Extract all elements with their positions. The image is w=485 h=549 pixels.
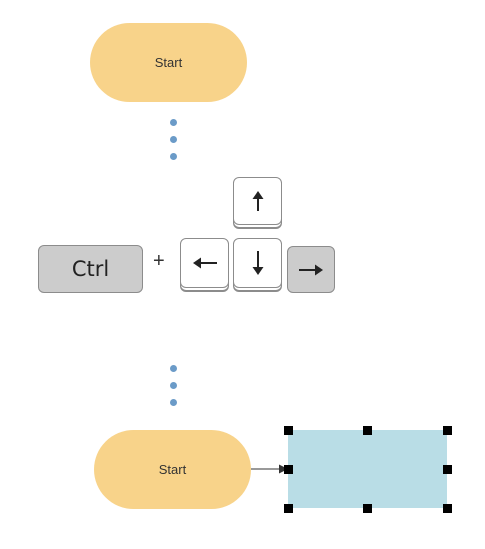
arrow-up-icon bbox=[252, 191, 263, 211]
ellipsis-dot bbox=[170, 153, 177, 160]
resize-handle-bottom-right[interactable] bbox=[443, 504, 452, 513]
arrow-down-key bbox=[233, 238, 282, 288]
start-shape-bottom[interactable]: Start bbox=[94, 430, 251, 509]
arrow-down-icon bbox=[252, 251, 263, 275]
arrow-left-key bbox=[180, 238, 229, 288]
resize-handle-top-right[interactable] bbox=[443, 426, 452, 435]
resize-handle-bottom[interactable] bbox=[363, 504, 372, 513]
ellipsis-dot bbox=[170, 365, 177, 372]
start-shape-top[interactable]: Start bbox=[90, 23, 247, 102]
resize-handle-top-left[interactable] bbox=[284, 426, 293, 435]
ellipsis-dot bbox=[170, 119, 177, 126]
ellipsis-dot bbox=[170, 382, 177, 389]
ctrl-key: Ctrl bbox=[38, 245, 143, 293]
connector-arrow[interactable] bbox=[250, 461, 290, 477]
plus-sign: + bbox=[153, 250, 165, 272]
resize-handle-right[interactable] bbox=[443, 465, 452, 474]
start-shape-bottom-label: Start bbox=[158, 462, 187, 477]
arrow-up-key bbox=[233, 177, 282, 225]
ctrl-key-label: Ctrl bbox=[71, 257, 110, 281]
process-shape[interactable] bbox=[288, 430, 447, 508]
arrow-right-key bbox=[287, 246, 335, 293]
resize-handle-left[interactable] bbox=[284, 465, 293, 474]
resize-handle-top[interactable] bbox=[363, 426, 372, 435]
ellipsis-dot bbox=[170, 399, 177, 406]
ellipsis-dot bbox=[170, 136, 177, 143]
start-shape-top-label: Start bbox=[154, 55, 183, 70]
arrow-left-icon bbox=[192, 257, 217, 269]
arrow-right-icon bbox=[299, 264, 323, 275]
resize-handle-bottom-left[interactable] bbox=[284, 504, 293, 513]
